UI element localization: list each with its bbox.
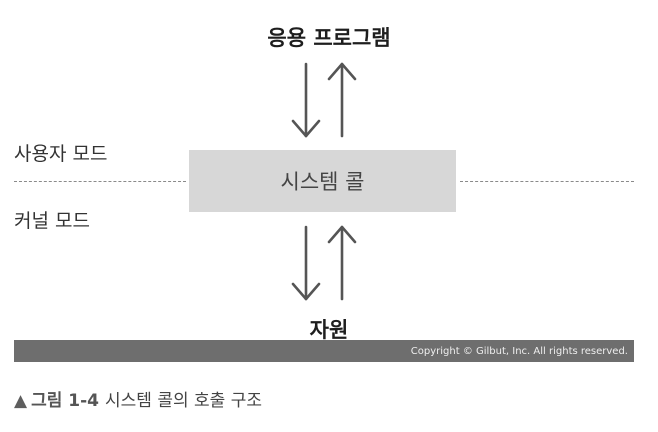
figure-number: 그림 1-4	[31, 391, 99, 411]
system-call-box: 시스템 콜	[189, 150, 456, 212]
copyright-text: Copyright © Gilbut, Inc. All rights rese…	[410, 345, 628, 357]
system-call-label: 시스템 콜	[280, 170, 365, 194]
resource-label: 자원	[309, 318, 349, 342]
mode-boundary-line-right	[460, 181, 634, 182]
user-mode-label: 사용자 모드	[14, 143, 108, 165]
down-arrow-icon	[291, 225, 321, 301]
down-arrow-icon	[291, 62, 321, 138]
triangle-marker-icon: ▲	[14, 391, 28, 411]
kernel-mode-label: 커널 모드	[14, 210, 90, 232]
up-arrow-icon	[327, 225, 357, 301]
up-arrow-icon	[327, 62, 357, 138]
application-label: 응용 프로그램	[267, 26, 391, 50]
mode-boundary-line-left	[14, 181, 186, 182]
caption-text: 시스템 콜의 호출 구조	[105, 391, 262, 411]
figure-caption: ▲그림 1-4 시스템 콜의 호출 구조	[14, 386, 262, 411]
copyright-bar: Copyright © Gilbut, Inc. All rights rese…	[14, 340, 634, 362]
